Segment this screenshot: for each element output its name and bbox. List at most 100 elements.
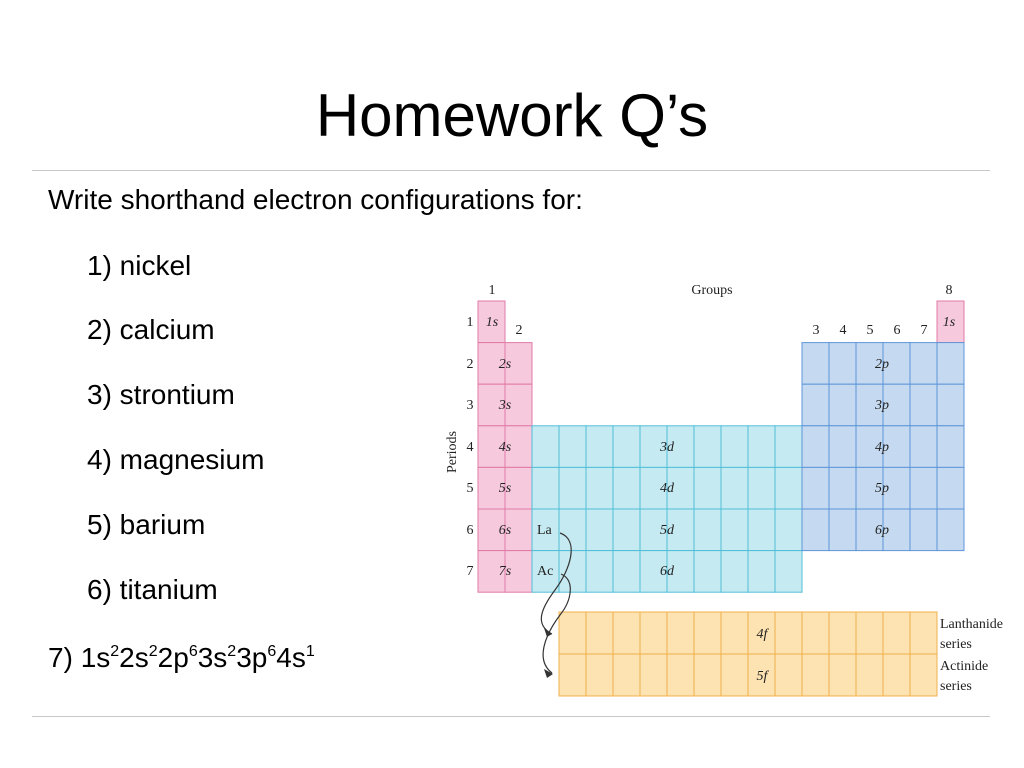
orbital-3p-count: 6	[267, 643, 277, 660]
d-block-cell	[639, 425, 668, 468]
orbital-2s-count: 2	[148, 643, 158, 660]
d-block-cell	[585, 466, 614, 510]
orbital-4s: 4s	[276, 642, 306, 673]
d-block-cell	[639, 466, 668, 510]
d-block-cell	[693, 425, 722, 468]
d-block-cell	[720, 466, 749, 510]
p-block-cell	[909, 508, 938, 552]
d-block-cell	[774, 425, 803, 468]
d-block-cell	[747, 550, 776, 593]
question-1: 1) nickel	[87, 250, 192, 281]
orbital-3p: 3p	[236, 642, 268, 673]
p-block-cell	[801, 508, 830, 552]
s-block-label-6s: 6s	[499, 523, 512, 538]
f-block-cell	[801, 611, 830, 655]
p-block-cell	[828, 383, 857, 427]
p-block-cell	[828, 508, 857, 552]
question-2: 2) calcium	[87, 314, 215, 345]
d-block-label-4d: 4d	[660, 481, 675, 496]
d-block-cell	[558, 466, 587, 510]
d-block-cell	[774, 466, 803, 510]
d-block-label-3d: 3d	[659, 440, 675, 455]
f-block-cell	[774, 653, 803, 697]
d-block-cell	[585, 425, 614, 468]
p-block-cell	[882, 508, 911, 552]
orbital-1s: 1s	[80, 642, 111, 673]
d-block-cell	[558, 508, 587, 552]
d-block-cell	[612, 466, 641, 510]
f-block-cell	[558, 611, 587, 655]
group-2-label: 2	[516, 323, 523, 338]
instructions-text: Write shorthand electron configurations …	[48, 184, 583, 215]
p-block-cell	[909, 383, 938, 427]
f-block-label-4f: 4f	[757, 627, 770, 642]
lanthanum-label: La	[537, 523, 553, 538]
d-block-cell	[720, 508, 749, 552]
p-block-cell	[801, 466, 830, 510]
d-block-cell	[531, 425, 560, 468]
f-block-cell	[639, 611, 668, 655]
d-block-cell	[693, 508, 722, 552]
question-7: 7) 1s22s22p63s23p64s1	[48, 641, 315, 680]
lanthanum-arrowhead	[544, 628, 552, 637]
p-block-cell	[936, 383, 965, 427]
p-block-cell	[828, 425, 857, 468]
p-block-cell	[936, 342, 965, 385]
p-block-label-2p: 2p	[875, 357, 889, 372]
f-block-cell	[720, 653, 749, 697]
p-block-label-4p: 4p	[875, 440, 889, 455]
lanthanide-series-label-line2: series	[940, 637, 972, 652]
period-5-label: 5	[467, 481, 474, 496]
p-block-cell	[855, 383, 884, 427]
group-5-label: 5	[867, 323, 874, 338]
p-block-cell	[855, 342, 884, 385]
f-block-cell	[666, 611, 695, 655]
group-1-label: 1	[489, 283, 496, 298]
f-block-cell	[909, 653, 938, 697]
p-block-cell	[909, 466, 938, 510]
s-block-label-1s: 1s	[486, 315, 499, 330]
s-block-label-3s: 3s	[498, 398, 512, 413]
f-block-cell	[774, 611, 803, 655]
period-4-label: 4	[467, 440, 474, 455]
d-block-cell	[585, 508, 614, 552]
p-block-label-3p: 3p	[874, 398, 889, 413]
slide-title: Homework Q’s	[315, 82, 709, 149]
p-block-label-6p: 6p	[875, 523, 889, 538]
p-block-cell	[909, 425, 938, 468]
f-block-cell	[612, 611, 641, 655]
f-block-cell	[801, 653, 830, 697]
question-4: 4) magnesium	[87, 444, 265, 475]
d-block-cell	[747, 425, 776, 468]
group-7-label: 7	[921, 323, 928, 338]
d-block-cell	[693, 550, 722, 593]
group-4-label: 4	[840, 323, 847, 338]
p-block-cell	[936, 425, 965, 468]
d-block-label-5d: 5d	[660, 523, 675, 538]
d-block-cell	[693, 466, 722, 510]
periodic-table-labels: Groups Periods 1 2 8 3 4 5 6 7 1 2 3 4 5…	[445, 283, 1003, 694]
orbital-1s-count: 2	[110, 643, 120, 660]
actinium-label: Ac	[537, 564, 553, 579]
p-block-cell	[855, 466, 884, 510]
s-block-label-2s: 2s	[499, 357, 512, 372]
question-6: 6) titanium	[87, 574, 218, 605]
period-6-label: 6	[467, 523, 474, 538]
p-block-cell	[936, 466, 965, 510]
period-1-label: 1	[467, 315, 474, 330]
group-3-label: 3	[813, 323, 820, 338]
f-block-cell	[909, 611, 938, 655]
orbital-2p-count: 6	[188, 643, 198, 660]
periodic-table-grid	[477, 300, 965, 697]
f-block-cell	[828, 653, 857, 697]
f-block-cell	[882, 611, 911, 655]
f-block-cell	[693, 611, 722, 655]
helium-1s-label: 1s	[943, 315, 956, 330]
actinide-series-label-line2: series	[940, 679, 972, 694]
question-7-prefix: 7)	[48, 642, 81, 673]
orbital-4s-count: 1	[305, 643, 315, 660]
f-block-cell	[693, 653, 722, 697]
d-block-cell	[774, 508, 803, 552]
f-block-cell	[639, 653, 668, 697]
p-block-cell	[801, 425, 830, 468]
